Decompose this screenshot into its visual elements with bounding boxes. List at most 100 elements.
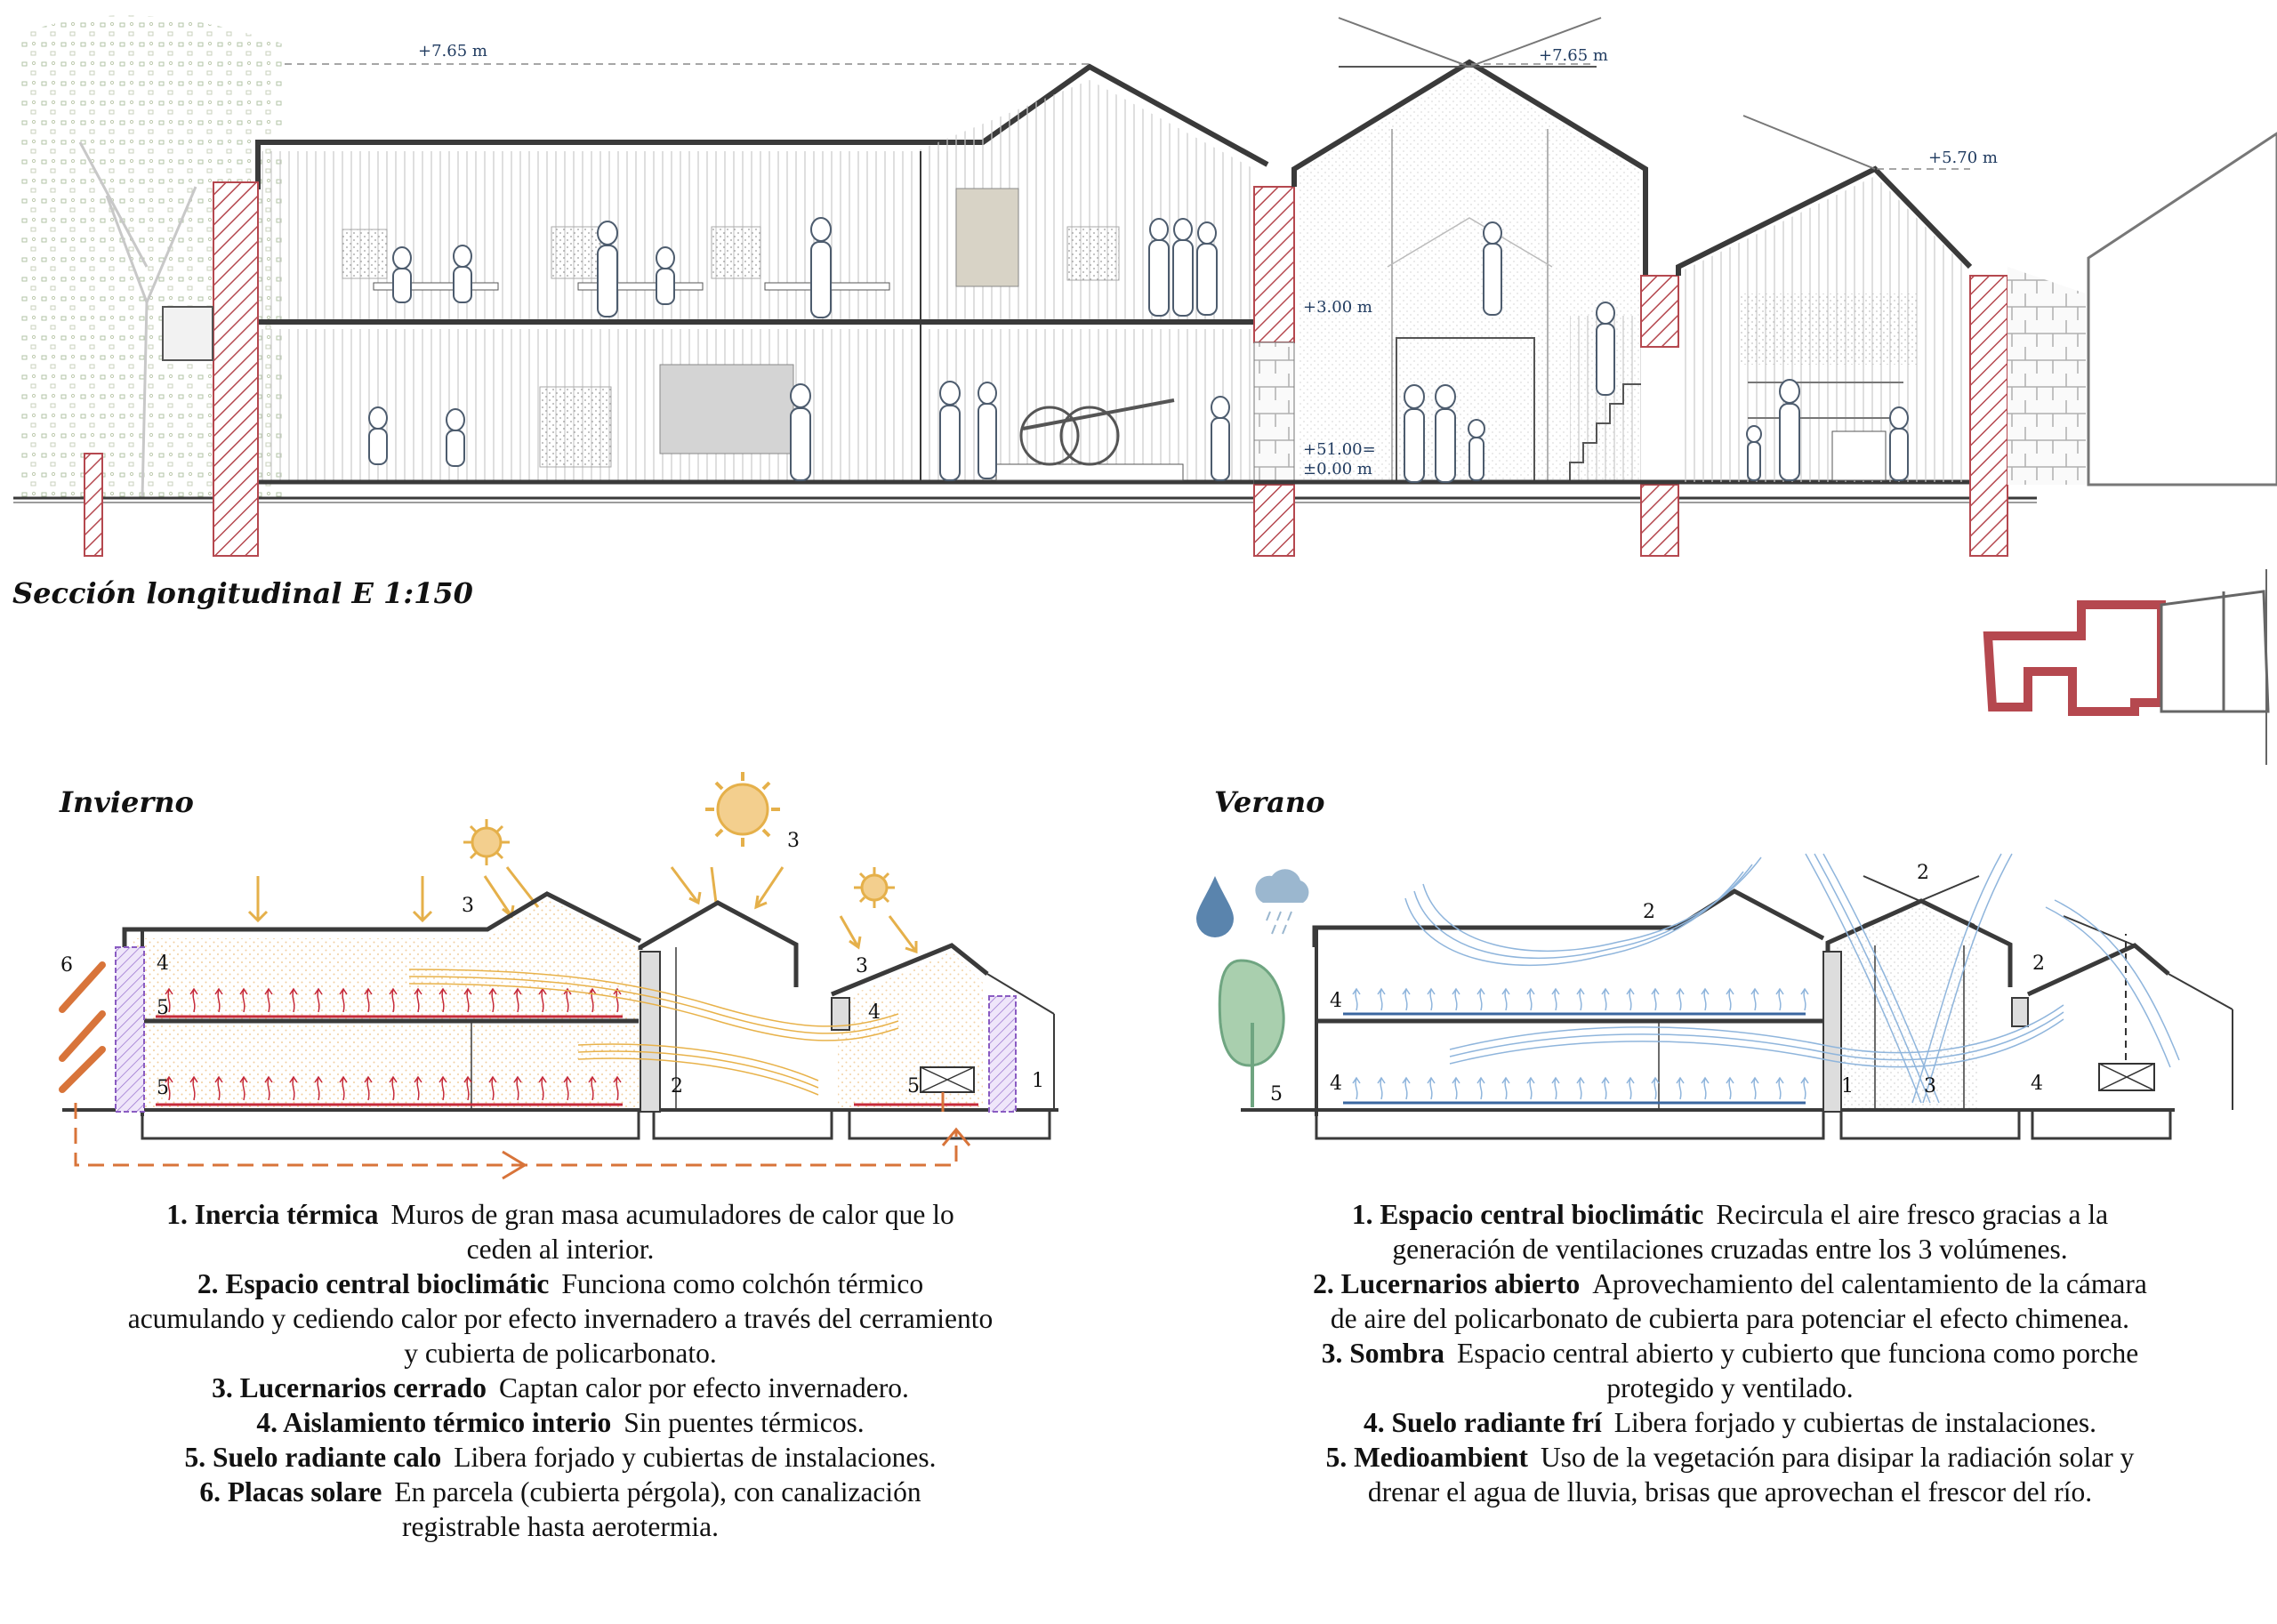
- diagram-label: 4: [868, 1001, 881, 1024]
- flow-arrow: [189, 1075, 198, 1101]
- flow-arrow: [1476, 987, 1485, 1011]
- note-title: 2. Espacio central bioclimátic: [197, 1268, 550, 1299]
- note-title: 3. Lucernarios cerrado: [212, 1372, 487, 1403]
- flow-arrow: [439, 1075, 447, 1101]
- warm-air-flow: [408, 969, 899, 1096]
- note-text: Espacio central abierto y cubierto que f…: [1457, 1338, 2139, 1369]
- flow-arrow: [239, 1075, 248, 1101]
- summer-diagram: 2 2 2 4 4 5 1 3 4: [1196, 853, 2233, 1140]
- flow-arrow: [488, 1075, 497, 1101]
- flow-arrow: [588, 987, 597, 1013]
- diagram-label: 4: [2031, 1073, 2043, 1095]
- flow-arrow: [439, 987, 447, 1013]
- note-title: 5. Medioambient: [1325, 1442, 1529, 1473]
- note-text: Captan calor por efecto invernadero.: [498, 1372, 909, 1403]
- flow-arrow: [314, 987, 323, 1013]
- flow-arrow: [513, 1075, 522, 1101]
- note-text: En parcela (cubierta pérgola), con canal…: [394, 1476, 921, 1507]
- flow-arrow: [165, 1075, 173, 1101]
- diagram-label: 4: [157, 953, 169, 975]
- note-text: Uso de la vegetación para disipar la rad…: [1541, 1442, 2135, 1473]
- note-text: acumulando y cediendo calor por efecto i…: [127, 1303, 994, 1334]
- level-label: +5.70 m: [1928, 149, 1998, 167]
- flow-arrow: [563, 987, 572, 1013]
- flow-arrow: [214, 1075, 223, 1101]
- water-drop-icon: [1196, 876, 1234, 937]
- flow-arrow: [1726, 987, 1734, 1011]
- diagram-label: 2: [1917, 862, 1929, 884]
- longitudinal-section: +7.65 m +7.65 m +5.70 m +3.00 m +51.00= …: [13, 15, 2277, 765]
- flow-arrow: [613, 987, 622, 1013]
- flow-arrow: [1501, 1076, 1510, 1100]
- flow-arrow: [1775, 1076, 1784, 1100]
- flow-arrow: [613, 1075, 622, 1101]
- note-text: ceden al interior.: [466, 1234, 655, 1265]
- note-title: 1. Inercia térmica: [166, 1199, 379, 1230]
- flow-arrow: [389, 1075, 398, 1101]
- diagram-label: 5: [907, 1075, 920, 1097]
- note-text: generación de ventilaciones cruzadas ent…: [1392, 1234, 2068, 1265]
- flow-arrow: [1750, 987, 1759, 1011]
- diagram-label: 5: [157, 1077, 169, 1099]
- flow-arrow: [1402, 1076, 1411, 1100]
- flow-arrow: [165, 987, 173, 1013]
- level-label: +7.65 m: [1539, 46, 1608, 65]
- flow-arrow: [364, 1075, 373, 1101]
- flow-arrow: [1701, 987, 1710, 1011]
- diagram-label: 2: [671, 1075, 683, 1097]
- level-label: +3.00 m: [1303, 298, 1372, 317]
- summer-title: Verano: [1214, 785, 1325, 819]
- flow-arrow: [1676, 1076, 1685, 1100]
- note-text: Aprovechamiento del calentamiento de la …: [1592, 1268, 2147, 1299]
- solar-rays: [247, 866, 918, 954]
- radiant-floor-cooling: [1343, 1012, 1806, 1105]
- solar-panel-icon: [59, 961, 106, 1093]
- sun-icon: [463, 819, 510, 865]
- flow-arrow: [314, 1075, 323, 1101]
- flow-arrow: [1352, 987, 1361, 1011]
- diagram-label: 5: [1270, 1083, 1283, 1105]
- sun-icon: [854, 867, 895, 908]
- cool-arrows: [1352, 987, 1809, 1100]
- flow-arrow: [1651, 1076, 1660, 1100]
- flow-arrow: [289, 1075, 298, 1101]
- flow-arrow: [1551, 1076, 1560, 1100]
- note-item: 4. Suelo radiante frí Libera forjado y cu…: [1205, 1405, 2255, 1440]
- summer-section-outline: [1241, 875, 2233, 1140]
- note-text: protegido y ventilado.: [1606, 1372, 1854, 1403]
- note-item: 5. Medioambient Uso de la vegetación para…: [1205, 1440, 2255, 1509]
- key-plan: [1983, 569, 2270, 765]
- tree-icon: [1218, 959, 1285, 1107]
- flow-arrow: [1452, 987, 1460, 1011]
- flow-arrow: [588, 1075, 597, 1101]
- rain-cloud-icon: [1255, 869, 1309, 935]
- flow-arrow: [1775, 987, 1784, 1011]
- note-text: y cubierta de policarbonato.: [404, 1338, 717, 1369]
- note-text: Libera forjado y cubiertas de instalacio…: [1613, 1407, 2097, 1438]
- flow-arrow: [414, 987, 422, 1013]
- note-title: 4. Suelo radiante frí: [1363, 1407, 1602, 1438]
- level-label: ±0.00 m: [1303, 460, 1372, 478]
- flow-arrow: [1576, 1076, 1585, 1100]
- flow-arrow: [1526, 987, 1535, 1011]
- diagram-label: 6: [60, 954, 73, 977]
- flow-arrow: [1452, 1076, 1460, 1100]
- level-markers: +7.65 m +7.65 m +5.70 m +3.00 m +51.00= …: [285, 42, 1998, 478]
- diagram-label: 3: [1924, 1075, 1936, 1097]
- diagram-label: 3: [462, 895, 474, 917]
- flow-arrow: [538, 1075, 547, 1101]
- flow-arrow: [1601, 1076, 1610, 1100]
- note-item: 3. Lucernarios cerrado Captan calor por e…: [36, 1371, 1085, 1405]
- sun-icon: [705, 772, 780, 847]
- flow-arrow: [463, 1075, 472, 1101]
- flow-arrow: [1402, 987, 1411, 1011]
